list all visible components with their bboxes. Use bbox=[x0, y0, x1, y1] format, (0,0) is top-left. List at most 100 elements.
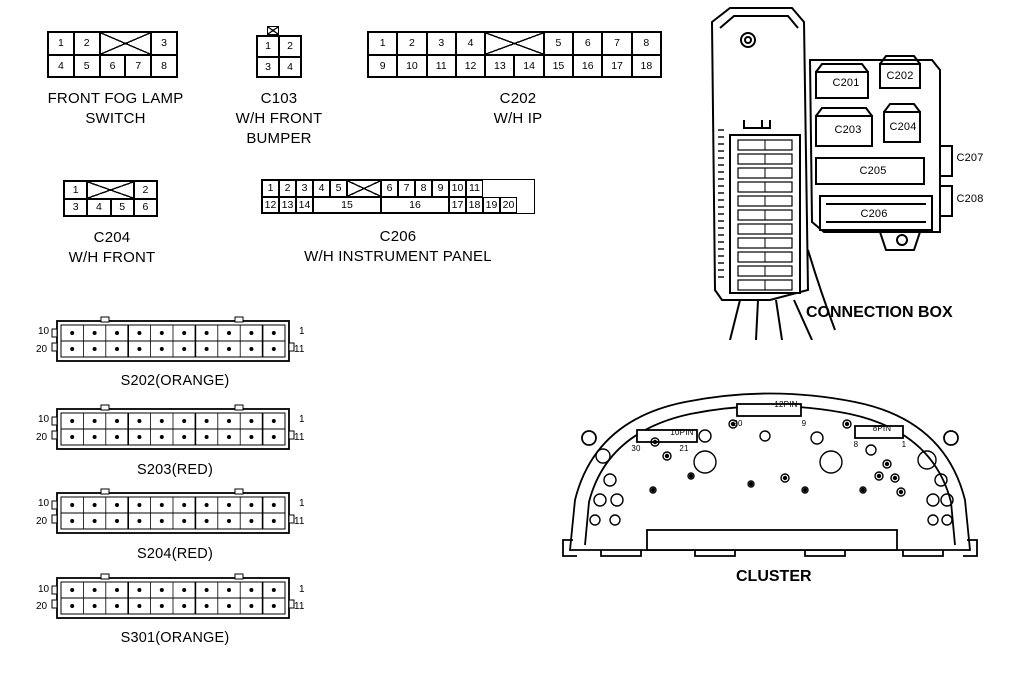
pin: 2 bbox=[73, 32, 100, 55]
connection-box-drawing bbox=[710, 7, 953, 340]
callout-c207: C207 bbox=[956, 152, 984, 164]
cluster-drawing bbox=[562, 392, 978, 557]
pin: 11 bbox=[426, 54, 456, 77]
connector-label: C103 W/H FRONT BUMPER bbox=[219, 89, 339, 149]
callout-c204: C204 bbox=[889, 121, 917, 133]
pin-number: 10 bbox=[38, 584, 50, 595]
pin: 13 bbox=[485, 54, 515, 77]
pin: 4 bbox=[279, 56, 301, 77]
pin: 5 bbox=[543, 32, 574, 55]
connector-label: C204 W/H FRONT bbox=[52, 228, 172, 268]
cluster-10pin-a: 30 bbox=[631, 444, 641, 453]
pin: 20 bbox=[500, 196, 517, 213]
pin: 9 bbox=[432, 180, 449, 197]
pin-number: 11 bbox=[294, 344, 305, 355]
blank-pin-cross bbox=[485, 32, 544, 55]
pin: 7 bbox=[398, 180, 415, 197]
pin: 17 bbox=[602, 54, 632, 77]
cluster-socket bbox=[649, 486, 657, 494]
pin: 19 bbox=[483, 196, 500, 213]
pin: 14 bbox=[514, 54, 544, 77]
pin: 7 bbox=[602, 32, 632, 55]
cluster-socket bbox=[595, 448, 611, 464]
cluster-socket bbox=[819, 450, 843, 474]
label-line: C206 bbox=[379, 228, 417, 245]
splice-pack bbox=[51, 316, 295, 362]
cluster-8pin-a: 8 bbox=[853, 440, 859, 449]
pin-number: 20 bbox=[36, 344, 48, 355]
callout-c203: C203 bbox=[834, 124, 862, 136]
pin: 10 bbox=[449, 180, 466, 197]
pin bbox=[483, 180, 534, 197]
lock-tab bbox=[267, 26, 279, 35]
splice-label: S301(ORANGE) bbox=[120, 630, 230, 646]
connector-label: C206 W/H INSTRUMENT PANEL bbox=[268, 227, 528, 267]
pin-number: 1 bbox=[299, 326, 305, 337]
cluster-socket bbox=[593, 493, 607, 507]
pin: 12 bbox=[262, 196, 279, 213]
pin: 14 bbox=[296, 196, 313, 213]
pin: 6 bbox=[99, 54, 126, 77]
pin: 2 bbox=[279, 180, 296, 197]
cluster-socket bbox=[589, 514, 601, 526]
pin: 12 bbox=[455, 54, 486, 77]
pin-number: 10 bbox=[38, 414, 50, 425]
cluster-socket bbox=[687, 472, 695, 480]
pin: 5 bbox=[110, 198, 134, 216]
pin: 3 bbox=[151, 32, 177, 55]
pin: 16 bbox=[573, 54, 603, 77]
pin: 2 bbox=[279, 36, 301, 57]
cluster-socket bbox=[610, 493, 624, 507]
pin: 3 bbox=[64, 198, 88, 216]
pin: 8 bbox=[151, 54, 177, 77]
splice-packs bbox=[51, 316, 295, 619]
splice-label: S204(RED) bbox=[137, 546, 213, 562]
cluster-socket bbox=[609, 514, 621, 526]
cluster-socket bbox=[926, 493, 940, 507]
label-line: W/H INSTRUMENT PANEL bbox=[304, 248, 492, 265]
pin: 3 bbox=[426, 32, 456, 55]
pin: 6 bbox=[573, 32, 603, 55]
label-line: SWITCH bbox=[85, 110, 146, 127]
pin: 4 bbox=[87, 198, 111, 216]
label-line: C103 bbox=[260, 90, 298, 107]
pin: 9 bbox=[368, 54, 398, 77]
pin: 4 bbox=[48, 54, 74, 77]
pin: 13 bbox=[279, 196, 296, 213]
cluster-socket bbox=[917, 450, 937, 470]
pin: 5 bbox=[73, 54, 100, 77]
pin: 7 bbox=[125, 54, 152, 77]
callout-c206: C206 bbox=[860, 208, 888, 220]
label-line: BUMPER bbox=[246, 130, 312, 147]
pin: 10 bbox=[397, 54, 427, 77]
pin: 3 bbox=[257, 56, 279, 77]
connector-label: FRONT FOG LAMP SWITCH bbox=[28, 89, 203, 129]
callout-c208: C208 bbox=[956, 193, 984, 205]
pin-number: 11 bbox=[294, 601, 305, 612]
pin: 18 bbox=[466, 196, 483, 213]
cluster-socket bbox=[874, 471, 884, 481]
pin: 1 bbox=[262, 180, 279, 197]
cluster-socket bbox=[810, 431, 824, 445]
callout-c202: C202 bbox=[886, 70, 914, 82]
splice-label: S203(RED) bbox=[137, 462, 213, 478]
pin: 6 bbox=[133, 198, 157, 216]
cluster-8pin-label: 8PIN bbox=[872, 424, 892, 433]
cluster-10pin-label: 10PIN bbox=[670, 428, 694, 437]
cluster-title: CLUSTER bbox=[736, 568, 812, 585]
cluster-socket bbox=[747, 480, 755, 488]
pin-number: 10 bbox=[38, 326, 50, 337]
pin-number: 20 bbox=[36, 432, 48, 443]
cluster-socket bbox=[759, 430, 771, 442]
pin: 1 bbox=[48, 32, 74, 55]
cluster-socket bbox=[890, 473, 900, 483]
pin: 8 bbox=[415, 180, 432, 197]
label-line: FRONT FOG LAMP bbox=[47, 90, 184, 107]
cluster-socket bbox=[728, 419, 738, 429]
pin: 18 bbox=[631, 54, 661, 77]
cluster-socket bbox=[859, 486, 867, 494]
pin: 2 bbox=[397, 32, 427, 55]
pin: 4 bbox=[455, 32, 486, 55]
label-line: C202 bbox=[499, 90, 537, 107]
cluster-socket bbox=[896, 487, 906, 497]
